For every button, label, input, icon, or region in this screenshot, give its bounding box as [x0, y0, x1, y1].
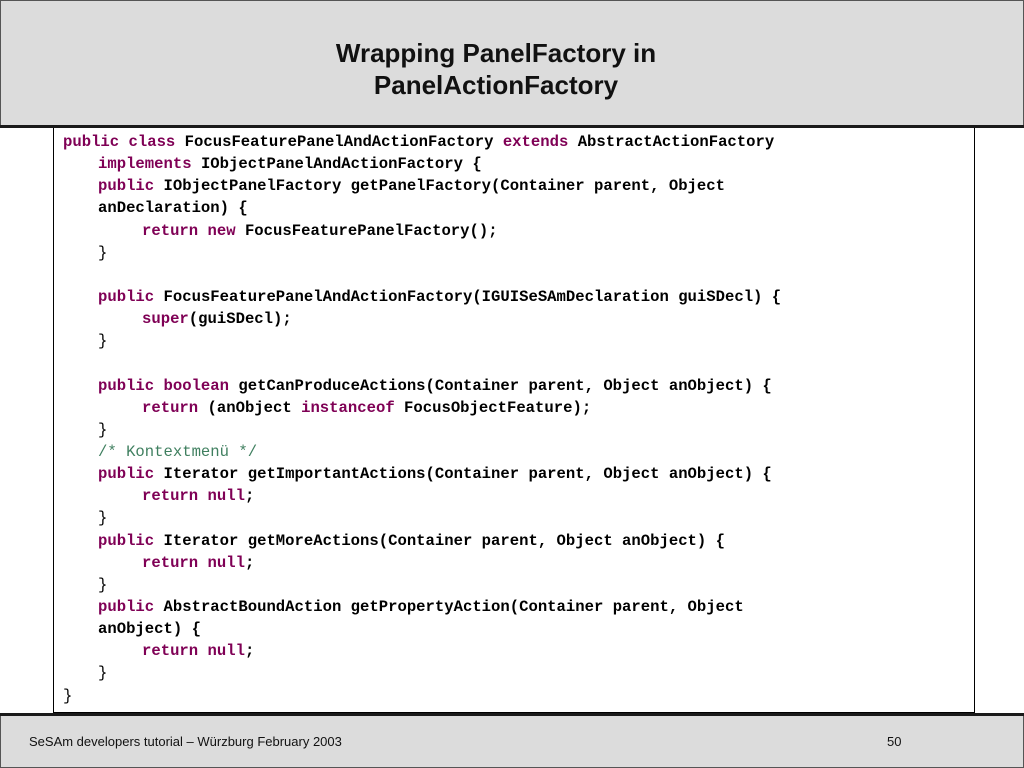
- code-text: FocusFeaturePanelAndActionFactory(IGUISe…: [163, 287, 782, 306]
- footer-divider: [0, 713, 1024, 716]
- code-text: ;: [244, 553, 255, 572]
- code-line: }: [63, 662, 781, 684]
- code-keyword: instanceof: [301, 398, 405, 417]
- slide-header: Wrapping PanelFactory in PanelActionFact…: [0, 0, 1024, 126]
- code-keyword: public: [98, 177, 164, 196]
- code-keyword: return null: [142, 553, 245, 572]
- code-line: public IObjectPanelFactory getPanelFacto…: [63, 175, 781, 197]
- code-keyword: public boolean: [98, 376, 239, 395]
- code-line: [63, 352, 781, 374]
- slide-title: Wrapping PanelFactory in PanelActionFact…: [1, 37, 991, 101]
- code-line: return new FocusFeaturePanelFactory();: [63, 220, 781, 242]
- code-keyword: extends: [502, 133, 578, 151]
- code-keyword: public: [98, 531, 164, 550]
- code-text: IObjectPanelAndActionFactory {: [200, 155, 482, 174]
- code-line: return null;: [63, 485, 781, 507]
- code-text: AbstractBoundAction getPropertyAction(Co…: [163, 597, 744, 616]
- code-line: public class FocusFeaturePanelAndActionF…: [63, 131, 781, 153]
- code-text: FocusObjectFeature);: [404, 398, 592, 417]
- code-keyword: public: [98, 597, 164, 616]
- code-keyword: return null: [142, 487, 245, 506]
- code-text: ;: [244, 642, 255, 661]
- code-line: super(guiSDecl);: [63, 308, 781, 330]
- code-keyword: implements: [98, 155, 201, 174]
- code-line: /* Kontextmenü */: [63, 441, 781, 463]
- code-line: public Iterator getMoreActions(Container…: [63, 530, 781, 552]
- code-brace: }: [98, 509, 108, 528]
- code-line: public boolean getCanProduceActions(Cont…: [63, 375, 781, 397]
- code-text: (anObject: [207, 398, 302, 417]
- code-text: ;: [244, 487, 255, 506]
- code-text: Iterator getMoreActions(Container parent…: [163, 531, 725, 550]
- code-line: }: [63, 242, 781, 264]
- code-block: public class FocusFeaturePanelAndActionF…: [63, 131, 781, 707]
- code-line: }: [63, 330, 781, 352]
- code-keyword: return null: [142, 642, 245, 661]
- code-brace: }: [98, 664, 108, 683]
- code-line: return (anObject instanceof FocusObjectF…: [63, 397, 781, 419]
- code-line: }: [63, 685, 781, 707]
- code-line: public FocusFeaturePanelAndActionFactory…: [63, 286, 781, 308]
- code-text: (guiSDecl);: [188, 310, 292, 329]
- code-line: anDeclaration) {: [63, 197, 781, 219]
- code-keyword: return: [142, 398, 208, 417]
- code-line: public AbstractBoundAction getPropertyAc…: [63, 596, 781, 618]
- code-keyword: return new: [142, 221, 245, 240]
- code-line: return null;: [63, 552, 781, 574]
- code-line: implements IObjectPanelAndActionFactory …: [63, 153, 781, 175]
- code-brace: }: [63, 686, 73, 705]
- code-brace: }: [98, 575, 108, 594]
- page-number: 50: [887, 734, 902, 749]
- code-keyword: public: [98, 287, 164, 306]
- code-keyword: public class: [63, 133, 185, 151]
- code-brace: }: [98, 243, 108, 262]
- code-text: anObject) {: [98, 620, 201, 639]
- code-text: IObjectPanelFactory getPanelFactory(Cont…: [163, 177, 725, 196]
- slide-title-line-2: PanelActionFactory: [373, 70, 619, 100]
- code-line: return null;: [63, 640, 781, 662]
- code-comment: /* Kontextmenü */: [98, 442, 258, 461]
- code-text: FocusFeaturePanelAndActionFactory: [184, 133, 503, 151]
- code-line: }: [63, 507, 781, 529]
- code-line: anObject) {: [63, 618, 781, 640]
- code-brace: }: [98, 420, 108, 439]
- code-text: getCanProduceActions(Container parent, O…: [238, 376, 772, 395]
- slide-title-line-1: Wrapping PanelFactory in: [335, 38, 657, 68]
- code-text: FocusFeaturePanelFactory();: [244, 221, 498, 240]
- code-line: [63, 264, 781, 286]
- code-brace: }: [98, 332, 108, 351]
- code-text: anDeclaration) {: [98, 199, 248, 218]
- code-line: }: [63, 419, 781, 441]
- code-line: public Iterator getImportantActions(Cont…: [63, 463, 781, 485]
- code-listing: public class FocusFeaturePanelAndActionF…: [53, 128, 975, 713]
- code-line: }: [63, 574, 781, 596]
- footer-caption: SeSAm developers tutorial – Würzburg Feb…: [29, 734, 342, 749]
- code-text: AbstractActionFactory: [577, 133, 775, 151]
- header-divider: [0, 125, 1024, 128]
- code-keyword: super: [142, 310, 189, 329]
- code-text: Iterator getImportantActions(Container p…: [163, 465, 772, 484]
- code-keyword: public: [98, 465, 164, 484]
- slide-footer: SeSAm developers tutorial – Würzburg Feb…: [0, 716, 1024, 768]
